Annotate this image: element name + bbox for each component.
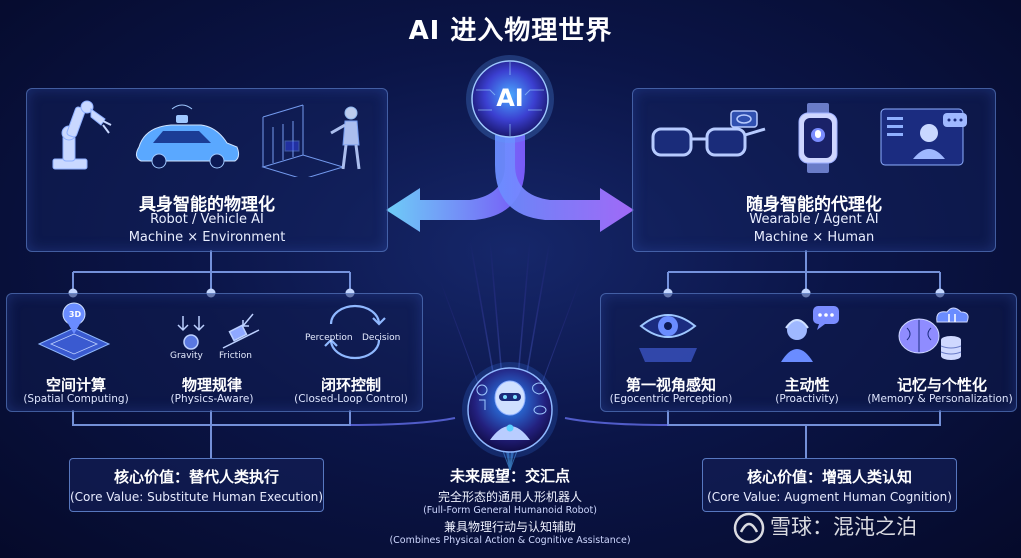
embodied-ai-sub2: Machine × Environment <box>128 230 286 245</box>
ai-orb <box>466 55 554 143</box>
closed-loop-icon <box>324 304 386 360</box>
spatial-map-icon <box>37 302 111 361</box>
egocentric-eye-icon <box>639 314 697 362</box>
wearable-ai-sub1: Wearable / Agent AI <box>749 212 879 227</box>
watermark-text: 雪球：混沌之泊 <box>770 515 917 539</box>
physics-aware-title: 物理规律 <box>181 376 242 394</box>
gravity-label: Gravity <box>170 351 203 361</box>
wearable-ai-title: 随身智能的代理化 <box>746 195 882 215</box>
wearable-ai-sub2: Machine × Human <box>753 230 875 245</box>
decision-label: Decision <box>362 333 401 343</box>
autonomous-car-icon <box>135 104 240 169</box>
future-line2: 兼具物理行动与认知辅助 <box>443 520 576 534</box>
closed-loop-en: (Closed-Loop Control) <box>294 393 408 405</box>
egocentric-perception-title: 第一视角感知 <box>625 376 716 394</box>
proactivity-title: 主动性 <box>784 376 830 394</box>
embodied-ai-sub1: Robot / Vehicle AI <box>150 212 264 227</box>
proactivity-en: (Proactivity) <box>775 393 839 405</box>
future-line1-en: (Full-Form General Humanoid Robot) <box>423 505 597 516</box>
ai-label: AI <box>496 84 524 112</box>
future-outlook-title: 未来展望：交汇点 <box>449 467 570 485</box>
friction-icon <box>222 313 260 349</box>
page-title: AI 进入物理世界 <box>408 16 613 46</box>
friction-label: Friction <box>219 351 252 361</box>
video-agent-icon <box>880 108 967 166</box>
3d-badge: 3D <box>68 310 82 319</box>
humanoid-robot-orb <box>462 362 558 458</box>
xueqiu-logo-icon <box>733 512 765 544</box>
memory-personalization-title: 记忆与个性化 <box>896 376 987 394</box>
spatial-computing-title: 空间计算 <box>45 376 106 394</box>
memory-personalization-en: (Memory & Personalization) <box>867 393 1013 405</box>
memory-brain-icon <box>898 307 969 360</box>
right-core-value-en: (Core Value: Augment Human Cognition) <box>707 490 952 504</box>
physics-aware-en: (Physics-Aware) <box>170 393 254 405</box>
smart-glasses-icon <box>651 110 766 157</box>
future-line2-en: (Combines Physical Action & Cognitive As… <box>389 535 631 546</box>
robot-arm-icon <box>52 100 112 170</box>
right-arrow <box>495 135 634 232</box>
wearable-ai-panel: 随身智能的代理化 Wearable / Agent AI Machine × H… <box>632 88 996 252</box>
spatial-computing-en: (Spatial Computing) <box>23 393 129 405</box>
right-core-value-box: 核心价值：增强人类认知 (Core Value: Augment Human C… <box>702 458 957 512</box>
left-core-value-title: 核心价值：替代人类执行 <box>113 468 279 486</box>
embodied-ai-title: 具身智能的物理化 <box>139 195 275 215</box>
left-core-value-box: 核心价值：替代人类执行 (Core Value: Substitute Huma… <box>69 458 324 512</box>
embodied-capabilities-panel: 3D Gravity Friction Perception Decision … <box>6 293 423 412</box>
future-line1: 完全形态的通用人形机器人 <box>437 490 582 504</box>
wearable-capabilities-panel: 第一视角感知 (Egocentric Perception) 主动性 (Proa… <box>600 293 1017 412</box>
smartwatch-icon <box>798 103 838 173</box>
left-core-value-en: (Core Value: Substitute Human Execution) <box>70 490 324 504</box>
closed-loop-title: 闭环控制 <box>320 376 381 394</box>
egocentric-perception-en: (Egocentric Perception) <box>609 393 733 405</box>
humanoid-robot-digital-twin-icon <box>261 104 361 177</box>
proactive-assistant-icon <box>781 306 839 362</box>
right-core-value-title: 核心价值：增强人类认知 <box>746 468 912 486</box>
embodied-ai-panel: 具身智能的物理化 Robot / Vehicle AI Machine × En… <box>26 88 388 252</box>
gravity-icon <box>177 316 205 350</box>
left-arrow <box>386 135 525 232</box>
perception-label: Perception <box>305 333 353 343</box>
